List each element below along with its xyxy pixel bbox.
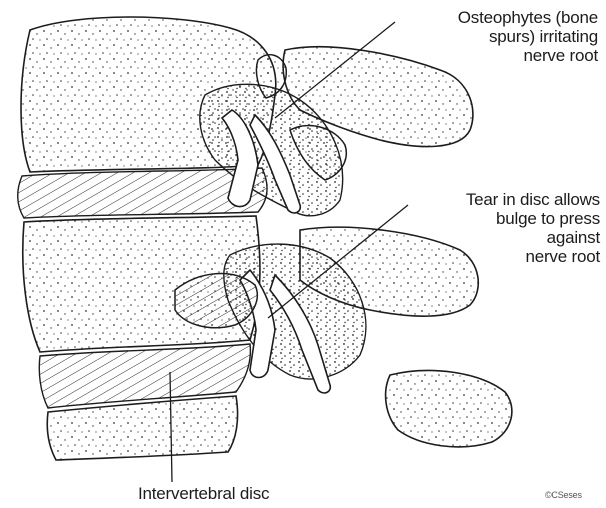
label-tear-line-2: bulge to press: [380, 209, 600, 228]
disc-bulge: [175, 274, 257, 328]
copyright-mark: ©CSeses: [545, 490, 582, 500]
label-tear: Tear in disc allows bulge to press again…: [380, 190, 600, 266]
label-osteophytes-line-1: Osteophytes (bone: [368, 8, 598, 27]
label-tear-line-3: against: [380, 228, 600, 247]
label-tear-line-1: Tear in disc allows: [380, 190, 600, 209]
label-tear-line-4: nerve root: [380, 247, 600, 266]
label-osteophytes-line-3: nerve root: [368, 46, 598, 65]
label-osteophytes-line-2: spurs) irritating: [368, 27, 598, 46]
label-osteophytes: Osteophytes (bone spurs) irritating nerv…: [368, 8, 598, 65]
label-intervertebral-disc: Intervertebral disc: [138, 484, 269, 503]
